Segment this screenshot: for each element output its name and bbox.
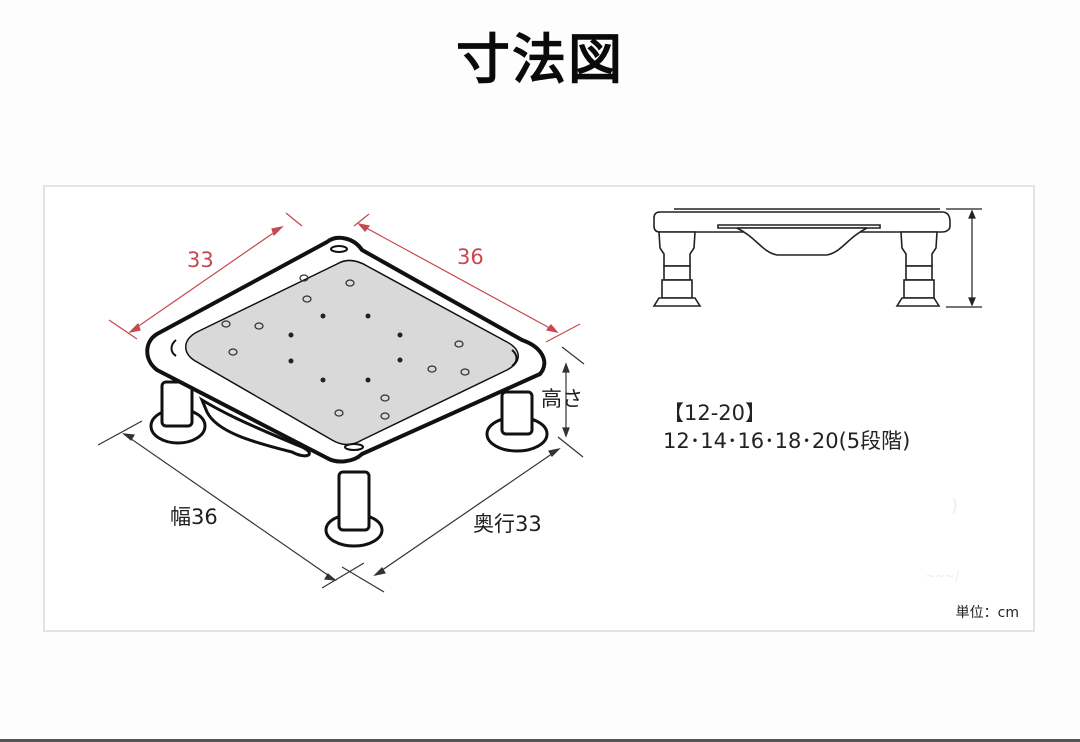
- depth-dimension-label: 奥行33: [473, 512, 542, 536]
- seat-surface: [185, 259, 519, 446]
- bottom-dimension-lines: [97, 346, 585, 593]
- width-dimension-label: 幅36: [170, 505, 218, 529]
- dimension-diagram-panel: 33 36 高さ 幅36 奥行33 【12-20】: [43, 185, 1035, 632]
- unit-label: 単位：cm: [955, 605, 1019, 621]
- height-dimension-label: 高さ: [541, 387, 583, 411]
- top-left-dimension: 33: [187, 248, 214, 272]
- stool-legs: [149, 380, 549, 548]
- isometric-stool-illustration: [97, 212, 585, 593]
- drain-holes-dots: [288, 313, 403, 383]
- under-tray: [198, 396, 311, 458]
- height-settings-label: 12･14･16･18･20(5段階): [663, 429, 911, 453]
- top-right-dimension: 36: [457, 245, 484, 269]
- side-elevation-illustration: [652, 208, 982, 308]
- drain-holes-open: [221, 274, 470, 420]
- ghost-paren-mark: ): [951, 495, 959, 516]
- model-range-label: 【12-20】: [663, 401, 767, 425]
- ghost-scribble-mark: ~~~/: [925, 569, 960, 583]
- top-dimension-lines: [108, 212, 581, 343]
- corner-grips: [170, 339, 518, 367]
- handle-slots: [330, 245, 364, 451]
- bottom-divider: [0, 739, 1080, 742]
- height-spec-block: 【12-20】 12･14･16･18･20(5段階): [663, 399, 910, 455]
- page-title: 寸法図: [456, 28, 624, 91]
